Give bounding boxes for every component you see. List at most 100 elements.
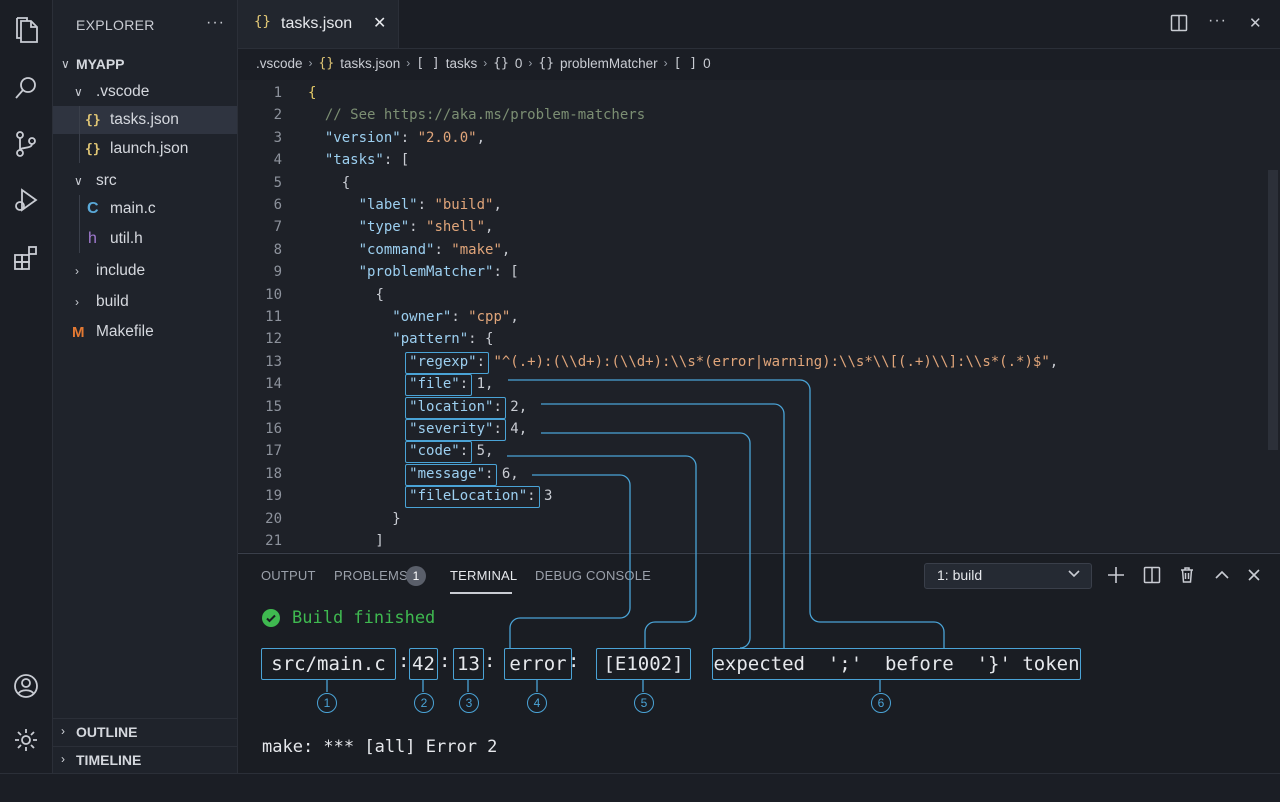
error-segment-column: 13 [453, 648, 484, 680]
files-icon[interactable] [10, 14, 42, 46]
object-icon: {} [493, 55, 509, 71]
tab-tasks-json[interactable]: {} tasks.json ✕ [238, 0, 399, 48]
pattern-key-highlight [405, 396, 506, 419]
outline-section[interactable]: › OUTLINE [53, 718, 237, 749]
close-tab-icon[interactable]: ✕ [373, 15, 387, 32]
chevron-right-icon: › [483, 56, 488, 70]
chevron-down-icon: ∨ [74, 85, 83, 99]
error-segment-severity: error [504, 648, 572, 680]
code-line: "regexp": "^(.+):(\\d+):(\\d+):\\s*(erro… [409, 353, 1059, 370]
line-number: 20 [265, 510, 282, 527]
line-number: 14 [265, 376, 282, 393]
line-number: 5 [273, 174, 282, 191]
explorer-sidebar: EXPLORER ··· ∨ MYAPP ∨ .vscode {} tasks.… [53, 0, 238, 773]
json-file-icon: {} [85, 141, 101, 157]
editor-scrollbar[interactable] [1268, 170, 1278, 450]
marker-1: 1 [317, 693, 337, 713]
pattern-key-highlight [405, 351, 490, 374]
terminal-error-line: make: *** [all] Error 2 [262, 737, 498, 757]
close-panel-icon[interactable] [1243, 564, 1265, 586]
active-tab-indicator [450, 592, 512, 594]
line-number: 16 [265, 421, 282, 437]
close-icon[interactable]: ✕ [1249, 15, 1262, 32]
split-editor-icon[interactable] [1170, 14, 1188, 37]
array-icon: [ ] [416, 55, 440, 71]
bottom-panel: OUTPUT PROBLEMS 1 TERMINAL DEBUG CONSOLE… [238, 553, 1280, 774]
tree-item-util-h[interactable]: h util.h [53, 225, 237, 253]
error-segment-code: [E1002] [596, 648, 691, 680]
more-actions-icon[interactable]: ··· [206, 14, 225, 31]
chevron-right-icon: › [61, 752, 65, 766]
code-line: { [308, 85, 317, 101]
code-line: // See https://aka.ms/problem-matchers [324, 107, 646, 124]
chevron-down-icon: ∨ [61, 57, 70, 71]
run-debug-icon[interactable] [10, 184, 42, 216]
line-number: 1 [273, 85, 282, 101]
separator: : [568, 650, 580, 672]
extensions-icon[interactable] [10, 242, 42, 274]
problems-count-badge: 1 [406, 566, 426, 586]
tab-terminal[interactable]: TERMINAL [450, 568, 518, 583]
marker-3: 3 [459, 693, 479, 713]
project-folder[interactable]: ∨ MYAPP [53, 50, 237, 78]
tree-item-launch-json[interactable]: {} launch.json [53, 135, 237, 163]
code-line: "code": 5, [409, 443, 494, 460]
tree-item-label: build [96, 293, 129, 310]
tree-item-src[interactable]: ∨ src [53, 167, 237, 195]
tree-item-main-c[interactable]: C main.c [53, 195, 237, 223]
tab-debug-console[interactable]: DEBUG CONSOLE [535, 568, 652, 583]
project-name: MYAPP [76, 56, 125, 72]
add-terminal-icon[interactable] [1105, 564, 1127, 586]
chevron-down-icon [1067, 566, 1081, 583]
tree-item-tasks-json[interactable]: {} tasks.json [53, 106, 237, 134]
trash-icon[interactable] [1176, 564, 1198, 586]
tree-item-build[interactable]: › build [53, 288, 237, 316]
line-number: 15 [265, 398, 282, 415]
code-line: "version": "2.0.0", [324, 129, 486, 146]
code-line: "tasks": [ [324, 152, 410, 169]
code-line: "problemMatcher": [ [358, 264, 519, 281]
breadcrumb-item[interactable]: problemMatcher [560, 55, 658, 71]
outline-label: OUTLINE [76, 724, 138, 740]
breadcrumb-item[interactable]: 0 [703, 55, 711, 71]
pattern-key-highlight [405, 463, 498, 486]
tree-item-label: tasks.json [110, 111, 179, 128]
terminal-select[interactable]: 1: build [924, 563, 1092, 589]
split-terminal-icon[interactable] [1141, 564, 1163, 586]
breadcrumb-item[interactable]: .vscode [256, 55, 303, 71]
line-number: 3 [273, 129, 282, 146]
tree-item-vscode[interactable]: ∨ .vscode [53, 78, 237, 106]
tab-problems[interactable]: PROBLEMS [334, 568, 408, 583]
object-icon: {} [538, 55, 555, 71]
explorer-title: EXPLORER [76, 17, 155, 33]
chevron-right-icon: › [663, 56, 668, 70]
timeline-section[interactable]: › TIMELINE [53, 746, 237, 777]
line-number: 17 [265, 443, 282, 460]
search-icon[interactable] [10, 72, 42, 104]
chevron-right-icon: › [75, 264, 79, 278]
pattern-key-highlight [405, 419, 506, 441]
code-line: } [392, 510, 401, 527]
tab-output[interactable]: OUTPUT [261, 568, 316, 583]
tree-item-label: launch.json [110, 140, 189, 157]
breadcrumb-item[interactable]: tasks [445, 55, 478, 71]
separator: : [484, 650, 496, 672]
pattern-key-highlight [405, 374, 473, 397]
breadcrumb-item[interactable]: 0 [514, 55, 523, 71]
tree-item-makefile[interactable]: M Makefile [53, 318, 237, 346]
tree-item-label: include [96, 262, 146, 279]
activity-bar [0, 0, 53, 773]
tree-item-include[interactable]: › include [53, 257, 237, 285]
account-icon[interactable] [10, 670, 42, 702]
chevron-up-icon[interactable] [1211, 564, 1233, 586]
more-actions-icon[interactable]: ··· [1208, 12, 1227, 29]
line-number: 9 [273, 264, 282, 281]
array-icon: [ ] [673, 55, 698, 71]
separator: : [398, 650, 410, 672]
settings-gear-icon[interactable] [10, 724, 42, 756]
breadcrumb-item[interactable]: tasks.json [340, 55, 401, 71]
source-control-icon[interactable] [10, 128, 42, 160]
code-line: { [375, 286, 384, 303]
tree-item-label: .vscode [96, 83, 150, 100]
